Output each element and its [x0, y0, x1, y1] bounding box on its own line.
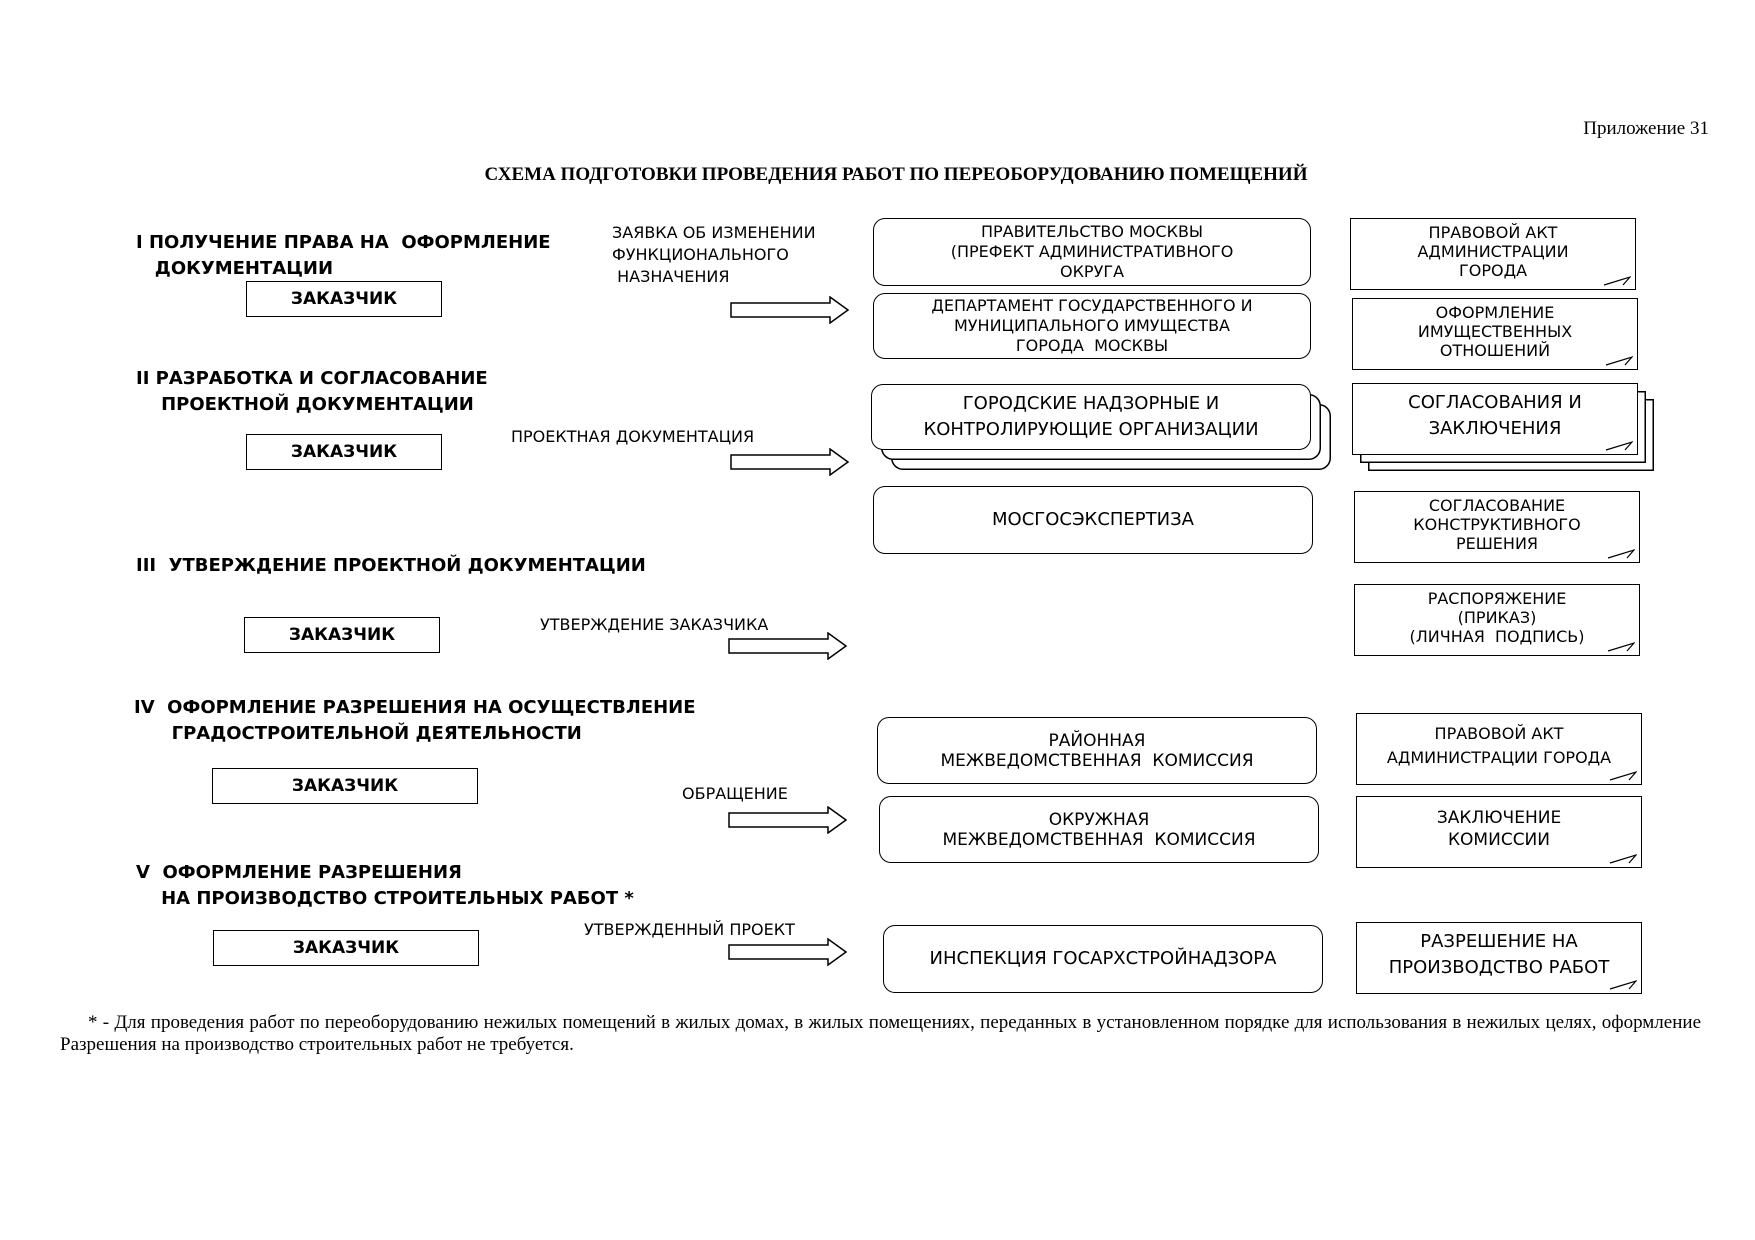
section-4-heading: IV ОФОРМЛЕНИЕ РАЗРЕШЕНИЯ НА ОСУЩЕСТВЛЕНИ…	[134, 697, 696, 744]
folded-corner-icon	[1605, 441, 1633, 451]
section-5-customer: ЗАКАЗЧИК	[213, 930, 479, 966]
org-property-department: ДЕПАРТАМЕНТ ГОСУДАРСТВЕННОГО И МУНИЦИПАЛ…	[873, 293, 1311, 359]
doc-commission-conclusion-text: ЗАКЛЮЧЕНИЕ КОМИССИИ	[1436, 808, 1562, 850]
doc-order-signature-text: РАСПОРЯЖЕНИЕ (ПРИКАЗ) (ЛИЧНАЯ ПОДПИСЬ)	[1409, 588, 1585, 646]
doc-work-permit: РАЗРЕШЕНИЕ НА ПРОИЗВОДСТВО РАБОТ	[1356, 922, 1642, 994]
section-2-heading: II РАЗРАБОТКА И СОГЛАСОВАНИЕ ПРОЕКТНОЙ Д…	[136, 368, 488, 415]
doc-city-legal-act: ПРАВОВОЙ АКТ АДМИНИСТРАЦИИ ГОРОДА	[1356, 713, 1642, 785]
section-4-customer: ЗАКАЗЧИК	[212, 768, 478, 804]
doc-work-permit-text: РАЗРЕШЕНИЕ НА ПРОИЗВОДСТВО РАБОТ	[1388, 931, 1610, 978]
org-okrug-commission: ОКРУЖНАЯ МЕЖВЕДОМСТВЕННАЯ КОМИССИЯ	[879, 796, 1319, 863]
section-5-heading: V ОФОРМЛЕНИЕ РАЗРЕШЕНИЯ НА ПРОИЗВОДСТВО …	[136, 862, 634, 909]
doc-structural-approval: СОГЛАСОВАНИЕ КОНСТРУКТИВНОГО РЕШЕНИЯ	[1354, 491, 1640, 563]
doc-commission-conclusion: ЗАКЛЮЧЕНИЕ КОМИССИИ	[1356, 796, 1642, 868]
folded-corner-icon	[1607, 642, 1635, 652]
folded-corner-icon	[1609, 980, 1637, 990]
section-1-flow-label: ЗАЯВКА ОБ ИЗМЕНЕНИИ ФУНКЦИОНАЛЬНОГО НАЗН…	[612, 223, 816, 286]
doc-property-relations: ОФОРМЛЕНИЕ ИМУЩЕСТВЕННЫХ ОТНОШЕНИЙ	[1352, 298, 1638, 370]
section-3-customer: ЗАКАЗЧИК	[244, 617, 440, 653]
section-3-arrow-icon	[728, 632, 848, 660]
section-5-arrow-icon	[728, 938, 848, 966]
section-3-flow-label: УТВЕРЖДЕНИЕ ЗАКАЗЧИКА	[540, 615, 769, 634]
folded-corner-icon	[1609, 771, 1637, 781]
page-title: СХЕМА ПОДГОТОВКИ ПРОВЕДЕНИЯ РАБОТ ПО ПЕР…	[484, 164, 1308, 185]
doc-legal-act-text: ПРАВОВОЙ АКТ АДМИНИСТРАЦИИ ГОРОДА	[1417, 222, 1569, 280]
doc-legal-act: ПРАВОВОЙ АКТ АДМИНИСТРАЦИИ ГОРОДА	[1350, 218, 1636, 290]
footnote: * - Для проведения работ по переоборудов…	[60, 1012, 1701, 1055]
section-1-heading: I ПОЛУЧЕНИЕ ПРАВА НА ОФОРМЛЕНИЕ ДОКУМЕНТ…	[136, 232, 551, 279]
section-4-arrow-icon	[728, 806, 848, 834]
doc-approvals-conclusions: СОГЛАСОВАНИЯ И ЗАКЛЮЧЕНИЯ	[1352, 383, 1638, 455]
section-3-heading: III УТВЕРЖДЕНИЕ ПРОЕКТНОЙ ДОКУМЕНТАЦИИ	[136, 555, 646, 576]
section-5-flow-label: УТВЕРЖДЕННЫЙ ПРОЕКТ	[584, 920, 795, 939]
section-4-flow-label: ОБРАЩЕНИЕ	[682, 784, 788, 803]
section-1-arrow-icon	[730, 296, 850, 324]
org-district-commission: РАЙОННАЯ МЕЖВЕДОМСТВЕННАЯ КОМИССИЯ	[877, 717, 1317, 784]
doc-city-legal-act-text: ПРАВОВОЙ АКТ АДМИНИСТРАЦИИ ГОРОДА	[1386, 724, 1612, 767]
doc-approvals-conclusions-text: СОГЛАСОВАНИЯ И ЗАКЛЮЧЕНИЯ	[1408, 392, 1582, 439]
folded-corner-icon	[1607, 549, 1635, 559]
folded-corner-icon	[1609, 854, 1637, 864]
section-1-customer: ЗАКАЗЧИК	[246, 281, 442, 317]
doc-structural-approval-text: СОГЛАСОВАНИЕ КОНСТРУКТИВНОГО РЕШЕНИЯ	[1413, 495, 1581, 553]
section-2-customer: ЗАКАЗЧИК	[246, 434, 442, 470]
section-2-arrow-icon	[730, 448, 850, 476]
section-2-flow-label: ПРОЕКТНАЯ ДОКУМЕНТАЦИЯ	[511, 427, 755, 446]
org-mosgosexpertiza: МОСГОСЭКСПЕРТИЗА	[873, 486, 1313, 554]
doc-order-signature: РАСПОРЯЖЕНИЕ (ПРИКАЗ) (ЛИЧНАЯ ПОДПИСЬ)	[1354, 584, 1640, 656]
org-gosarkhstroynadzor: ИНСПЕКЦИЯ ГОСАРХСТРОЙНАДЗОРА	[883, 925, 1323, 993]
org-moscow-government: ПРАВИТЕЛЬСТВО МОСКВЫ (ПРЕФЕКТ АДМИНИСТРА…	[873, 218, 1311, 286]
doc-property-relations-text: ОФОРМЛЕНИЕ ИМУЩЕСТВЕННЫХ ОТНОШЕНИЙ	[1417, 302, 1573, 360]
appendix-number: Приложение 31	[1583, 118, 1709, 139]
folded-corner-icon	[1603, 276, 1631, 286]
org-supervisory-organizations: ГОРОДСКИЕ НАДЗОРНЫЕ И КОНТРОЛИРУЮЩИЕ ОРГ…	[871, 384, 1311, 450]
folded-corner-icon	[1605, 356, 1633, 366]
